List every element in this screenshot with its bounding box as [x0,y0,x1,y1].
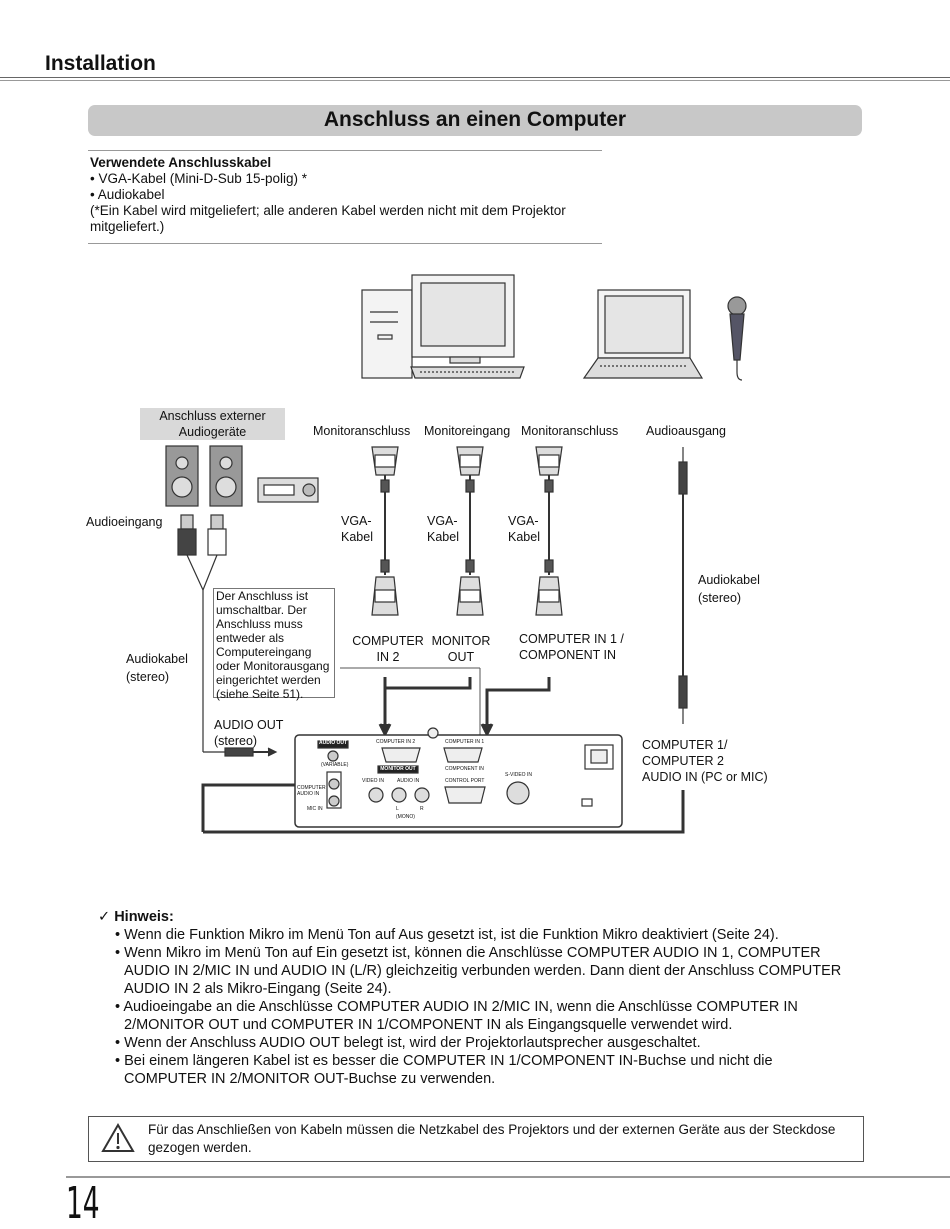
panel-monitor-out: MONITOR OUT [380,766,416,772]
vga-cable-label: VGA- Kabel [508,514,540,544]
cables-note: (*Ein Kabel wird mitgeliefert; alle ande… [90,203,566,234]
panel-control-port: CONTROL PORT [445,778,485,784]
panel-l: L [396,806,399,812]
warning-text: Für das Anschließen von Kabeln müssen di… [148,1122,836,1155]
hinweis-section: ✓ Hinweis: • Wenn die Funktion Mikro im … [98,908,858,1088]
section-title: Installation [45,52,156,75]
amplifier-icon [257,477,319,503]
title-bar [88,105,862,136]
vga-cable-1 [371,446,399,616]
monitor-out-2-label: Monitoranschluss [521,424,619,438]
hinweis-item: • Audioeingabe an die Anschlüsse COMPUTE… [115,999,798,1033]
switch-note: Der Anschluss ist umschaltbar. Der Ansch… [213,588,335,701]
computer-in2-label: COMPUTER IN 2 [352,634,424,664]
panel-component-in: COMPONENT IN [445,766,484,772]
panel-r: R [420,806,424,812]
audio-cable-right-label: Audiokabel (stereo) [698,573,760,605]
computer-audio-in-label: COMPUTER 1/ COMPUTER 2 AUDIO IN (PC or M… [642,738,768,784]
vga-cable-2 [456,446,484,616]
vga-cable-3 [535,446,563,616]
panel-video-in: VIDEO IN [362,778,384,784]
laptop-icon [582,289,704,379]
vga-cable-label: VGA- Kabel [341,514,373,544]
panel-mono: (MONO) [396,814,415,820]
cables-box: Verwendete Anschlusskabel • VGA-Kabel (M… [88,150,602,244]
hinweis-item: • Wenn Mikro im Menü Ton auf Ein gesetzt… [115,945,842,997]
header-rule [0,77,950,78]
panel-mic-in: MIC IN [307,806,323,812]
panel-audio-in: AUDIO IN [397,778,420,784]
panel-audio-out: AUDIO OUT [318,740,348,746]
external-audio-label: Anschluss externer Audiogeräte [159,409,269,439]
cables-title: Verwendete Anschlusskabel [90,155,272,170]
microphone-icon [727,296,747,381]
speaker-icon [165,445,243,507]
panel-variable: (VARIABLE) [321,762,349,768]
audio-cable-left-label: Audiokabel (stereo) [126,652,188,684]
monitor-in-label: Monitoreingang [424,424,511,438]
panel-computer-in2: COMPUTER IN 2 [376,739,416,745]
audio-out-label: AUDIO OUT (stereo) [214,718,284,748]
hinweis-item: • Bei einem längeren Kabel ist es besser… [115,1053,773,1087]
hinweis-item: • Wenn die Funktion Mikro im Menü Ton au… [115,927,779,943]
header-rule-2 [0,80,950,81]
monitor-out-1-label: Monitoranschluss [313,424,411,438]
audio-output-label: Audioausgang [646,424,726,438]
panel-svideo-in: S-VIDEO IN [505,772,532,778]
vga-cable-label: VGA- Kabel [427,514,459,544]
hinweis-item: • Wenn der Anschluss AUDIO OUT belegt is… [115,1035,701,1051]
panel-computer-audio-in: COMPUTER AUDIO IN [297,785,326,797]
computer-in1-label: COMPUTER IN 1 / COMPONENT IN [519,632,624,662]
projector-panel-icon [294,727,623,828]
cable-item: • VGA-Kabel (Mini-D-Sub 15-polig) * [90,171,308,186]
check-icon: ✓ [98,909,115,925]
external-audio-box [140,408,285,440]
audio-cable-right [678,447,688,724]
warning-box [88,1116,864,1162]
page-number: 14 [66,1178,100,1229]
cable-item: • Audiokabel [90,187,165,202]
desktop-pc-icon [361,274,525,379]
monitor-out-label: MONITOR OUT [431,634,491,664]
page-title: Anschluss an einen Computer [323,108,627,131]
connection-arrows [201,677,685,834]
rca-cable [177,514,278,757]
audio-input-label: Audioeingang [86,515,163,529]
hinweis-title: Hinweis: [114,909,174,925]
panel-computer-in1: COMPUTER IN 1 [445,739,485,745]
